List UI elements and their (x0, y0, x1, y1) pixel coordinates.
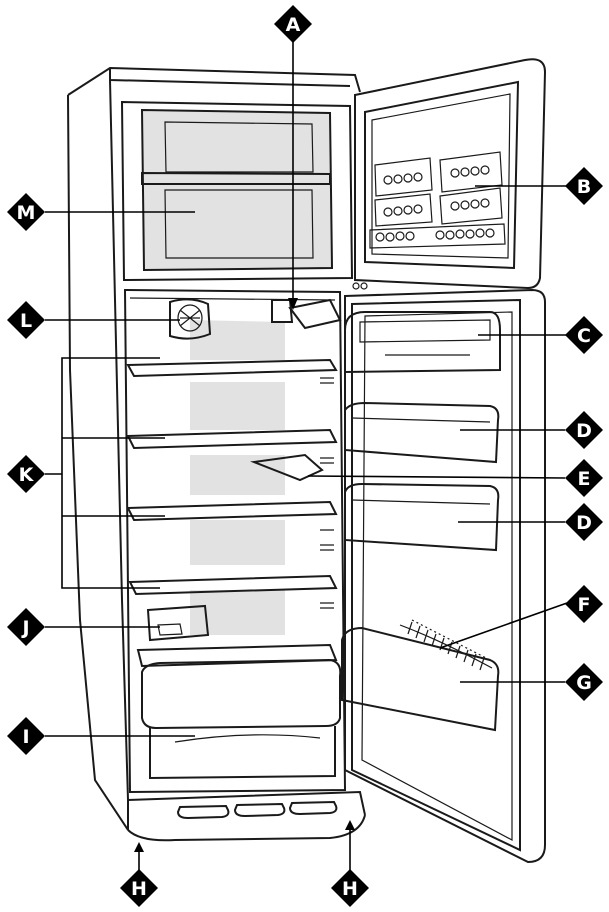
callout-c: C (565, 316, 603, 354)
callout-d-lower-label: D (576, 512, 592, 534)
callout-k: K (7, 455, 45, 493)
callout-d-upper: D (565, 411, 603, 449)
callout-b-label: B (577, 176, 591, 198)
callout-d-upper-label: D (576, 420, 592, 442)
callout-h-right-label: H (342, 878, 358, 900)
freezer-door (352, 58, 547, 290)
callout-m: M (7, 193, 45, 231)
callout-h-left: H (120, 869, 158, 907)
callout-f: F (565, 585, 603, 623)
cabinet-body (67, 66, 366, 842)
callout-l: L (7, 301, 45, 339)
callout-e: E (565, 459, 603, 497)
callout-m-label: M (17, 202, 36, 224)
callout-d-lower: D (565, 503, 603, 541)
freezer-compartment (120, 100, 354, 282)
callout-e-label: E (578, 468, 591, 490)
callout-a-label: A (286, 14, 301, 36)
callout-l-label: L (20, 310, 32, 332)
fan-unit (169, 298, 212, 340)
crisper-drawer (141, 658, 342, 780)
callout-i: I (7, 717, 45, 755)
callout-j: J (7, 608, 45, 646)
callout-a: A (274, 5, 312, 43)
callout-g: G (565, 663, 603, 701)
callout-k-label: K (19, 464, 35, 486)
callout-i-label: I (22, 726, 29, 748)
bottle-shelf (341, 619, 500, 732)
dairy-compartment (344, 311, 501, 374)
callout-j-label: J (20, 617, 29, 639)
callout-h-right: H (331, 869, 369, 907)
callout-f-label: F (578, 594, 591, 616)
callout-g-label: G (576, 672, 592, 694)
fridge-door (341, 288, 546, 864)
callout-c-label: C (577, 325, 591, 347)
callout-h-left-label: H (131, 878, 147, 900)
leader-lines (45, 40, 568, 872)
fridge-compartment (123, 288, 347, 820)
callout-b: B (565, 167, 603, 205)
